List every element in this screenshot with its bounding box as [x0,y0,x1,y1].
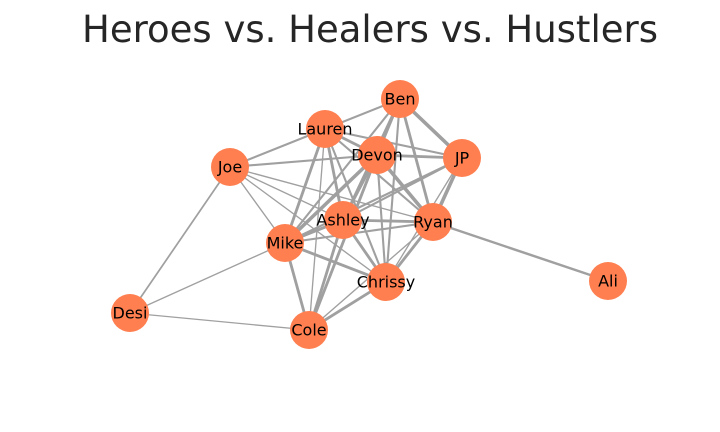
edge-joe-ashley [229,166,344,221]
page-title: Heroes vs. Healers vs. Hustlers [82,8,658,51]
node-label-ryan: Ryan [413,213,453,232]
node-cole [290,311,328,349]
node-joe [211,148,249,186]
node-label-mike: Mike [267,234,304,253]
edge-ben-ryan [398,97,435,224]
node-label-ashley: Ashley [316,211,369,230]
edge-devon-cole [307,153,379,332]
node-label-joe: Joe [217,158,242,177]
edge-ryan-mike [283,220,435,245]
edge-ashley-cole [307,218,345,332]
node-ben [381,80,419,118]
edge-mike-desi [129,242,286,314]
edge-lauren-jp [323,127,464,160]
node-ali [589,262,627,300]
edge-devon-chrissy [375,153,388,284]
node-label-ali: Ali [598,272,618,291]
node-ryan [414,203,452,241]
edge-ryan-ali [431,220,610,283]
edge-joe-ryan [229,166,434,223]
node-devon [358,136,396,174]
node-jp [443,139,481,177]
node-label-devon: Devon [351,146,403,165]
node-desi [111,294,149,332]
node-label-lauren: Lauren [297,120,352,139]
edge-desi-cole [129,312,310,331]
node-ashley [324,201,362,239]
node-label-jp: JP [454,149,470,168]
edge-joe-desi [129,166,231,314]
edge-joe-chrissy [229,166,387,283]
node-lauren [306,110,344,148]
edge-devon-joe [228,153,379,169]
edge-lauren-chrissy [323,127,388,284]
edge-devon-mike [283,153,379,245]
node-label-cole: Cole [291,321,326,340]
node-label-desi: Desi [113,304,148,323]
edge-lauren-mike [283,127,327,245]
node-chrissy [367,263,405,301]
node-mike [266,224,304,262]
node-label-ben: Ben [385,90,416,109]
node-label-chrissy: Chrissy [357,273,415,292]
